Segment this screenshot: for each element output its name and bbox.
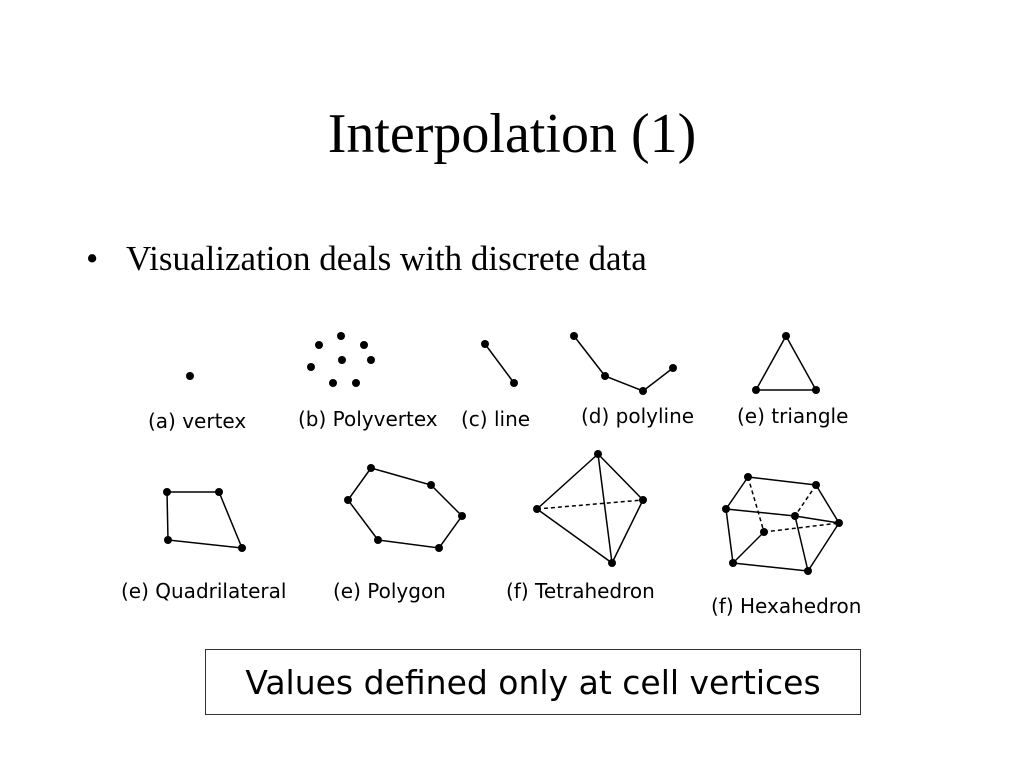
slide-title: Interpolation (1) <box>327 103 697 165</box>
tetrahedron-label: (f) Tetrahedron <box>506 579 655 603</box>
callout-text: Values defined only at cell vertices <box>245 662 821 702</box>
polygon-cell <box>344 464 466 552</box>
polyvertex-cell <box>307 332 375 387</box>
vertex-label: (a) vertex <box>148 409 247 433</box>
polyvertex-label: (b) Polyvertex <box>298 407 438 431</box>
callout-box: Values defined only at cell vertices <box>205 649 861 715</box>
bullet-point: • Visualization deals with discrete data <box>86 236 647 282</box>
polyline-label: (d) polyline <box>581 404 695 428</box>
vertex-cell <box>186 372 194 380</box>
polygon-label: (e) Polygon <box>333 579 446 603</box>
triangle-cell <box>752 332 820 394</box>
bullet-text: Visualization deals with discrete data <box>126 239 647 278</box>
line-label: (c) line <box>461 407 531 431</box>
quadrilateral-cell <box>163 488 246 552</box>
hexahedron-label: (f) Hexahedron <box>711 594 862 618</box>
polyline-cell <box>570 332 677 395</box>
bullet-marker: • <box>86 239 99 278</box>
triangle-label: (e) triangle <box>737 404 849 428</box>
hexahedron-cell <box>722 473 843 575</box>
line-cell <box>481 340 518 387</box>
tetrahedron-cell <box>533 450 647 567</box>
quadrilateral-label: (e) Quadrilateral <box>121 579 287 603</box>
